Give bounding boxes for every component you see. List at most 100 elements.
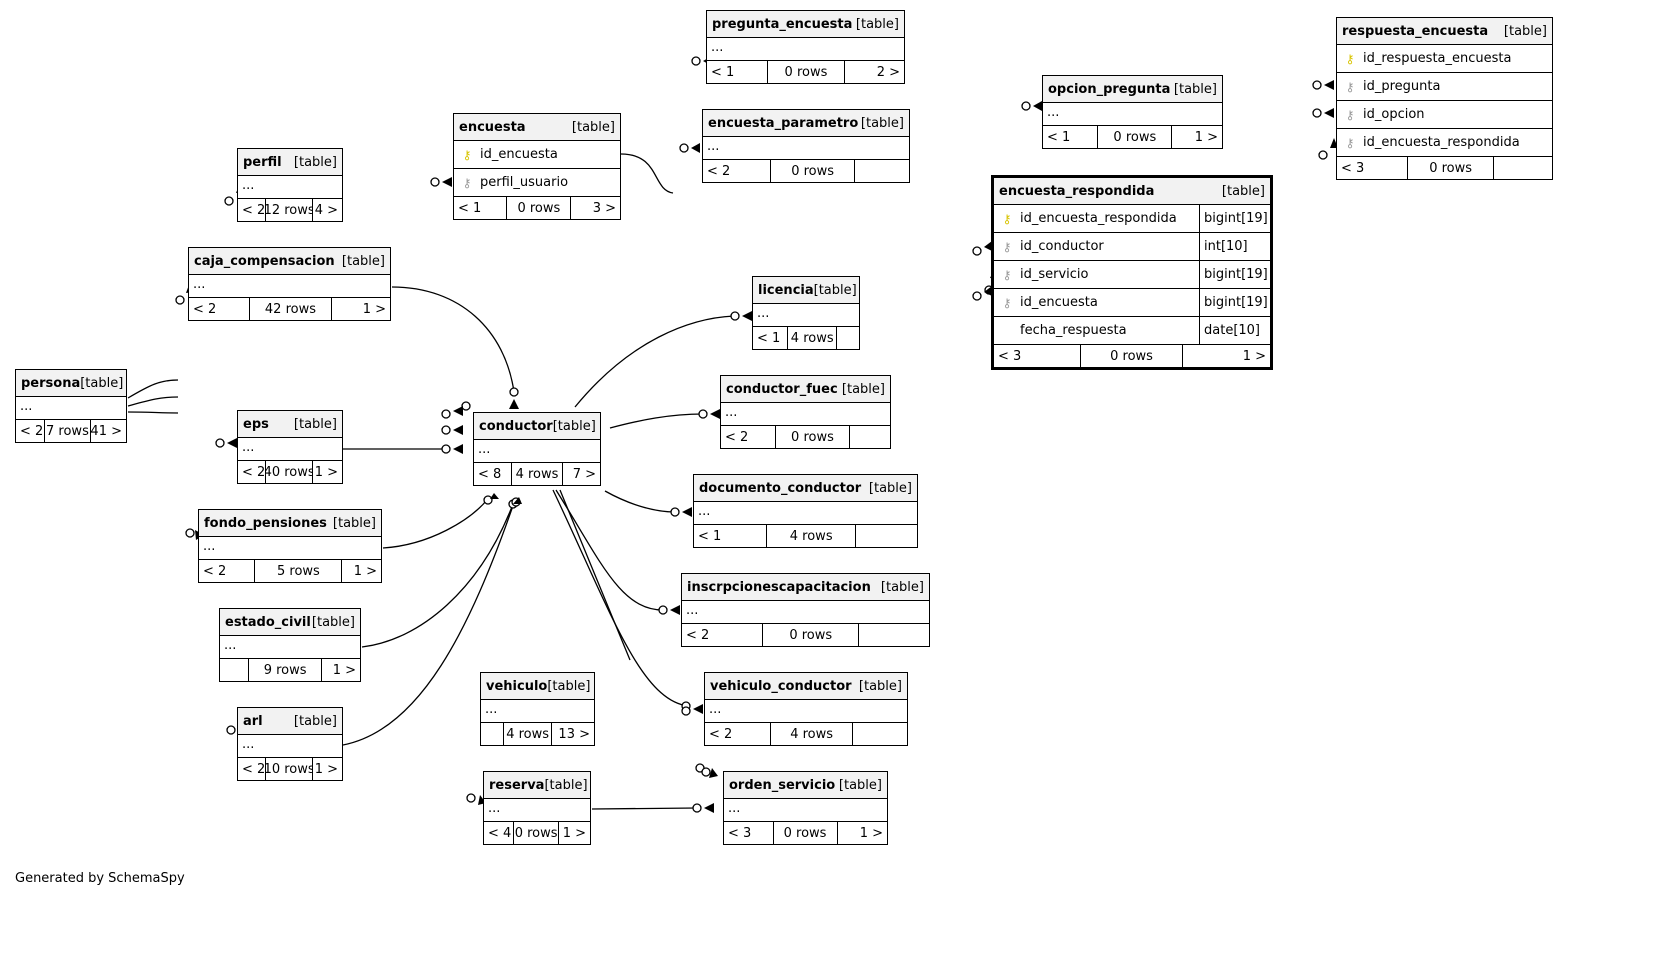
children-count[interactable]: 41 >	[89, 420, 126, 442]
table-header[interactable]: estado_civil[table]	[220, 609, 360, 636]
parents-count[interactable]: < 1	[1047, 129, 1071, 145]
parents-count[interactable]: < 1	[711, 64, 735, 80]
children-count[interactable]: 1 >	[312, 758, 342, 780]
column-row[interactable]: ⚷id_opcion	[1337, 101, 1552, 129]
table-header[interactable]: orden_servicio[table]	[724, 772, 887, 799]
table-header[interactable]: encuesta[table]	[454, 114, 620, 141]
parents-count[interactable]: < 2	[709, 726, 733, 742]
children-count[interactable]: 1 >	[558, 822, 590, 844]
parents-count[interactable]: < 3	[1341, 160, 1365, 176]
table-header[interactable]: opcion_pregunta[table]	[1043, 76, 1222, 103]
parents-count[interactable]: < 2	[20, 423, 44, 439]
table-name[interactable]: respuesta_encuesta	[1342, 23, 1489, 39]
table-header[interactable]: reserva[table]	[484, 772, 590, 799]
parents-count[interactable]: < 2	[707, 163, 731, 179]
parents-count[interactable]	[220, 659, 248, 681]
parents-count[interactable]: < 1	[698, 528, 722, 544]
column-row[interactable]: ⚷id_encuesta_respondida	[1337, 129, 1552, 157]
column-row[interactable]: ⚷id_encuesta	[454, 141, 620, 169]
table-header[interactable]: persona[table]	[16, 370, 126, 397]
table-header[interactable]: encuesta_parametro[table]	[703, 110, 909, 137]
table-name[interactable]: licencia	[758, 282, 814, 298]
table-respuesta-encuesta[interactable]: respuesta_encuesta[table]⚷id_respuesta_e…	[1336, 17, 1553, 180]
parents-count[interactable]: < 1	[458, 200, 482, 216]
children-count[interactable]	[855, 525, 917, 547]
column-row[interactable]: ⚷perfil_usuario	[454, 169, 620, 197]
table-header[interactable]: pregunta_encuesta[table]	[707, 11, 904, 38]
table-encuesta-respondida[interactable]: encuesta_respondida[table]⚷id_encuesta_r…	[991, 175, 1273, 370]
parents-count[interactable]: < 2	[686, 627, 710, 643]
table-name[interactable]: documento_conductor	[699, 480, 862, 496]
table-encuesta[interactable]: encuesta[table]⚷id_encuesta⚷perfil_usuar…	[453, 113, 621, 220]
children-count[interactable]	[848, 426, 890, 448]
table-name[interactable]: conductor_fuec	[726, 381, 838, 397]
parents-count[interactable]: < 2	[242, 464, 266, 480]
table-header[interactable]: encuesta_respondida[table]	[994, 178, 1270, 205]
table-header[interactable]: vehiculo_conductor[table]	[705, 673, 907, 700]
table-name[interactable]: opcion_pregunta	[1048, 81, 1171, 97]
table-header[interactable]: fondo_pensiones[table]	[199, 510, 381, 537]
table-name[interactable]: inscrpcionescapacitacion	[687, 579, 871, 595]
table-name[interactable]: fondo_pensiones	[204, 515, 327, 531]
table-name[interactable]: orden_servicio	[729, 777, 836, 793]
parents-count[interactable]: < 2	[242, 761, 266, 777]
parents-count[interactable]: < 2	[193, 301, 217, 317]
children-count[interactable]	[854, 160, 909, 182]
column-row[interactable]: ⚷id_pregunta	[1337, 73, 1552, 101]
table-name[interactable]: reserva	[489, 777, 545, 793]
table-header[interactable]: respuesta_encuesta[table]	[1337, 18, 1552, 45]
parents-count[interactable]: < 8	[478, 466, 502, 482]
children-count[interactable]: 1 >	[836, 822, 887, 844]
table-header[interactable]: caja_compensacion[table]	[189, 248, 390, 275]
children-count[interactable]: 1 >	[331, 298, 390, 320]
parents-count[interactable]: < 2	[242, 202, 266, 218]
table-name[interactable]: caja_compensacion	[194, 253, 335, 269]
table-name[interactable]: conductor	[479, 418, 553, 434]
children-count[interactable]	[1493, 157, 1552, 179]
table-header[interactable]: conductor[table]	[474, 413, 600, 440]
table-header[interactable]: eps[table]	[238, 411, 342, 438]
table-name[interactable]: eps	[243, 416, 269, 432]
children-count[interactable]: 3 >	[570, 197, 620, 219]
parents-count[interactable]	[481, 723, 503, 745]
children-count[interactable]	[852, 723, 907, 745]
table-header[interactable]: vehiculo[table]	[481, 673, 594, 700]
children-count[interactable]: 1 >	[341, 560, 381, 582]
table-name[interactable]: vehiculo	[486, 678, 548, 694]
table-header[interactable]: licencia[table]	[753, 277, 859, 304]
children-count[interactable]: 13 >	[551, 723, 594, 745]
parents-count[interactable]: < 3	[728, 825, 752, 841]
children-count[interactable]: 1 >	[1171, 126, 1222, 148]
table-name[interactable]: perfil	[243, 154, 282, 170]
table-name[interactable]: pregunta_encuesta	[712, 16, 853, 32]
children-count[interactable]	[836, 327, 859, 349]
table-header[interactable]: inscrpcionescapacitacion[table]	[682, 574, 929, 601]
parents-count[interactable]: < 2	[203, 563, 227, 579]
children-count[interactable]: 1 >	[321, 659, 360, 681]
children-count[interactable]	[858, 624, 929, 646]
parents-count[interactable]: < 4	[488, 825, 512, 841]
table-header[interactable]: perfil[table]	[238, 149, 342, 176]
table-name[interactable]: persona	[21, 375, 81, 391]
table-name[interactable]: arl	[243, 713, 263, 729]
table-name[interactable]: encuesta_parametro	[708, 115, 859, 131]
children-count[interactable]: 2 >	[843, 61, 904, 83]
table-header[interactable]: conductor_fuec[table]	[721, 376, 890, 403]
